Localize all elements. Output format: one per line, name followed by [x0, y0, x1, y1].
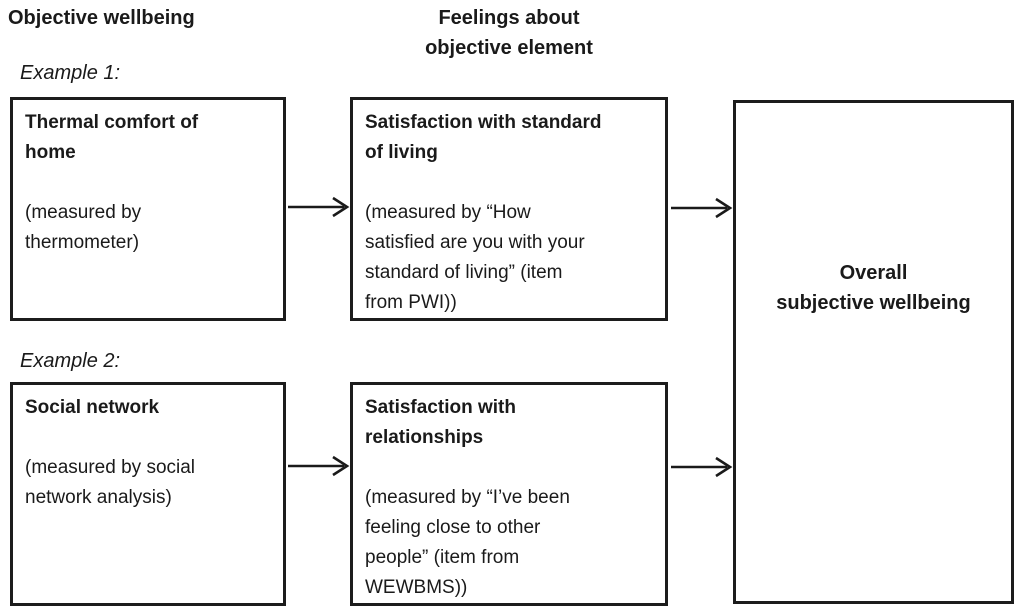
example-2-label: Example 2: [20, 350, 121, 372]
box-measurement-note: (measured by thermometer) [25, 202, 142, 253]
box-title: Overall subjective wellbeing [776, 262, 971, 314]
box-title: Satisfaction with standard of living [365, 112, 602, 163]
column-header-objective-wellbeing: Objective wellbeing [8, 7, 195, 29]
box-title: Satisfaction with relationships [365, 397, 516, 448]
box-overall-subjective-wellbeing: Overall subjective wellbeing [733, 100, 1014, 604]
box-title: Social network [25, 397, 160, 418]
example-1-label: Example 1: [20, 62, 121, 84]
arrow-right-icon [288, 196, 350, 218]
arrow-right-icon [671, 456, 733, 478]
box-measurement-note: (measured by “I’ve been feeling close to… [365, 487, 570, 598]
box-measurement-note: (measured by social network analysis) [25, 457, 196, 508]
box-measurement-note: (measured by “How satisfied are you with… [365, 202, 585, 313]
box-social-network: Social network (measured by social netwo… [10, 382, 286, 606]
box-thermal-comfort-of-home: Thermal comfort of home (measured by the… [10, 97, 286, 321]
box-satisfaction-with-relationships: Satisfaction with relationships (measure… [350, 382, 668, 606]
box-satisfaction-with-standard-of-living: Satisfaction with standard of living (me… [350, 97, 668, 321]
arrow-right-icon [288, 455, 350, 477]
column-header-feelings-about-objective-element: Feelings about objective element [425, 7, 593, 59]
box-title: Thermal comfort of home [25, 112, 199, 163]
arrow-right-icon [671, 197, 733, 219]
